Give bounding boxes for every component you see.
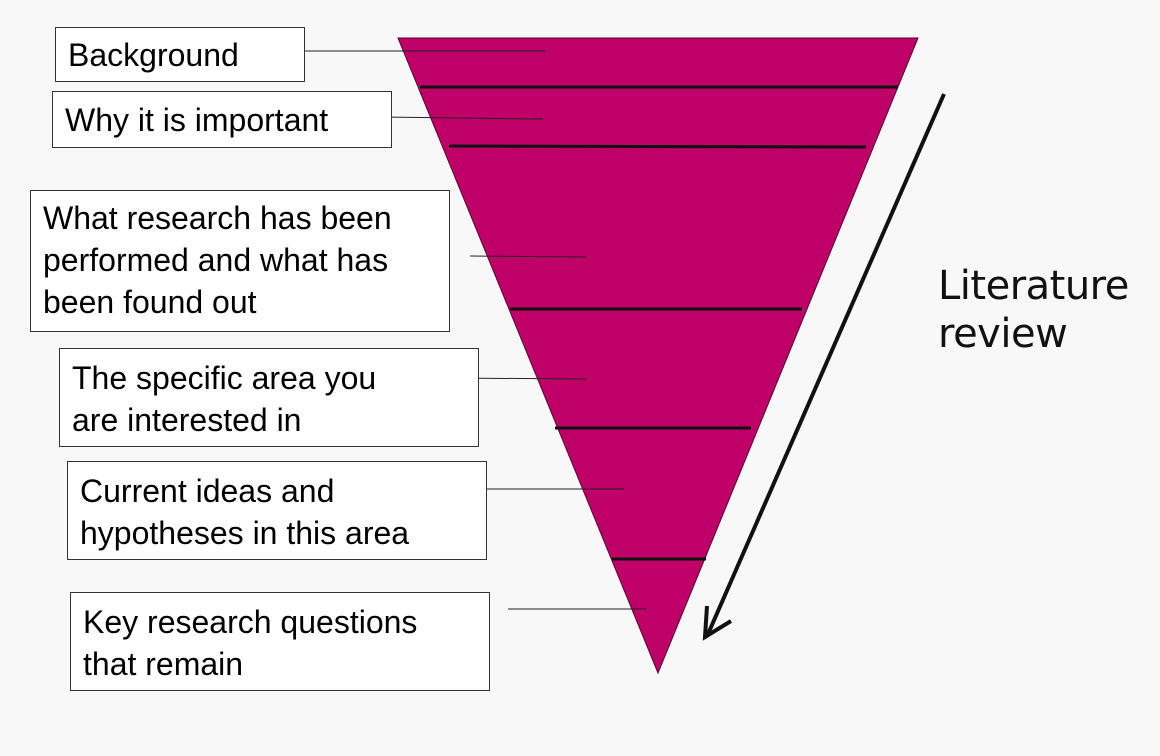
funnel-divider-2 [448,144,867,149]
literature-review-arrow [706,93,946,635]
arrow-head-icon [702,605,733,641]
stage-box-key-questions: Key research questions that remain [70,592,490,691]
stage-box-current-ideas: Current ideas and hypotheses in this are… [67,461,487,560]
connector-why-important [377,116,544,120]
literature-review-label: Literature review [938,263,1129,357]
stage-box-research-performed: What research has been performed and wha… [30,190,450,332]
stage-box-background: Background [55,27,305,82]
funnel-triangle [397,37,919,675]
stage-box-specific-area: The specific area you are interested in [59,348,479,447]
connector-research [469,255,587,258]
stage-box-why-important: Why it is important [52,91,392,148]
